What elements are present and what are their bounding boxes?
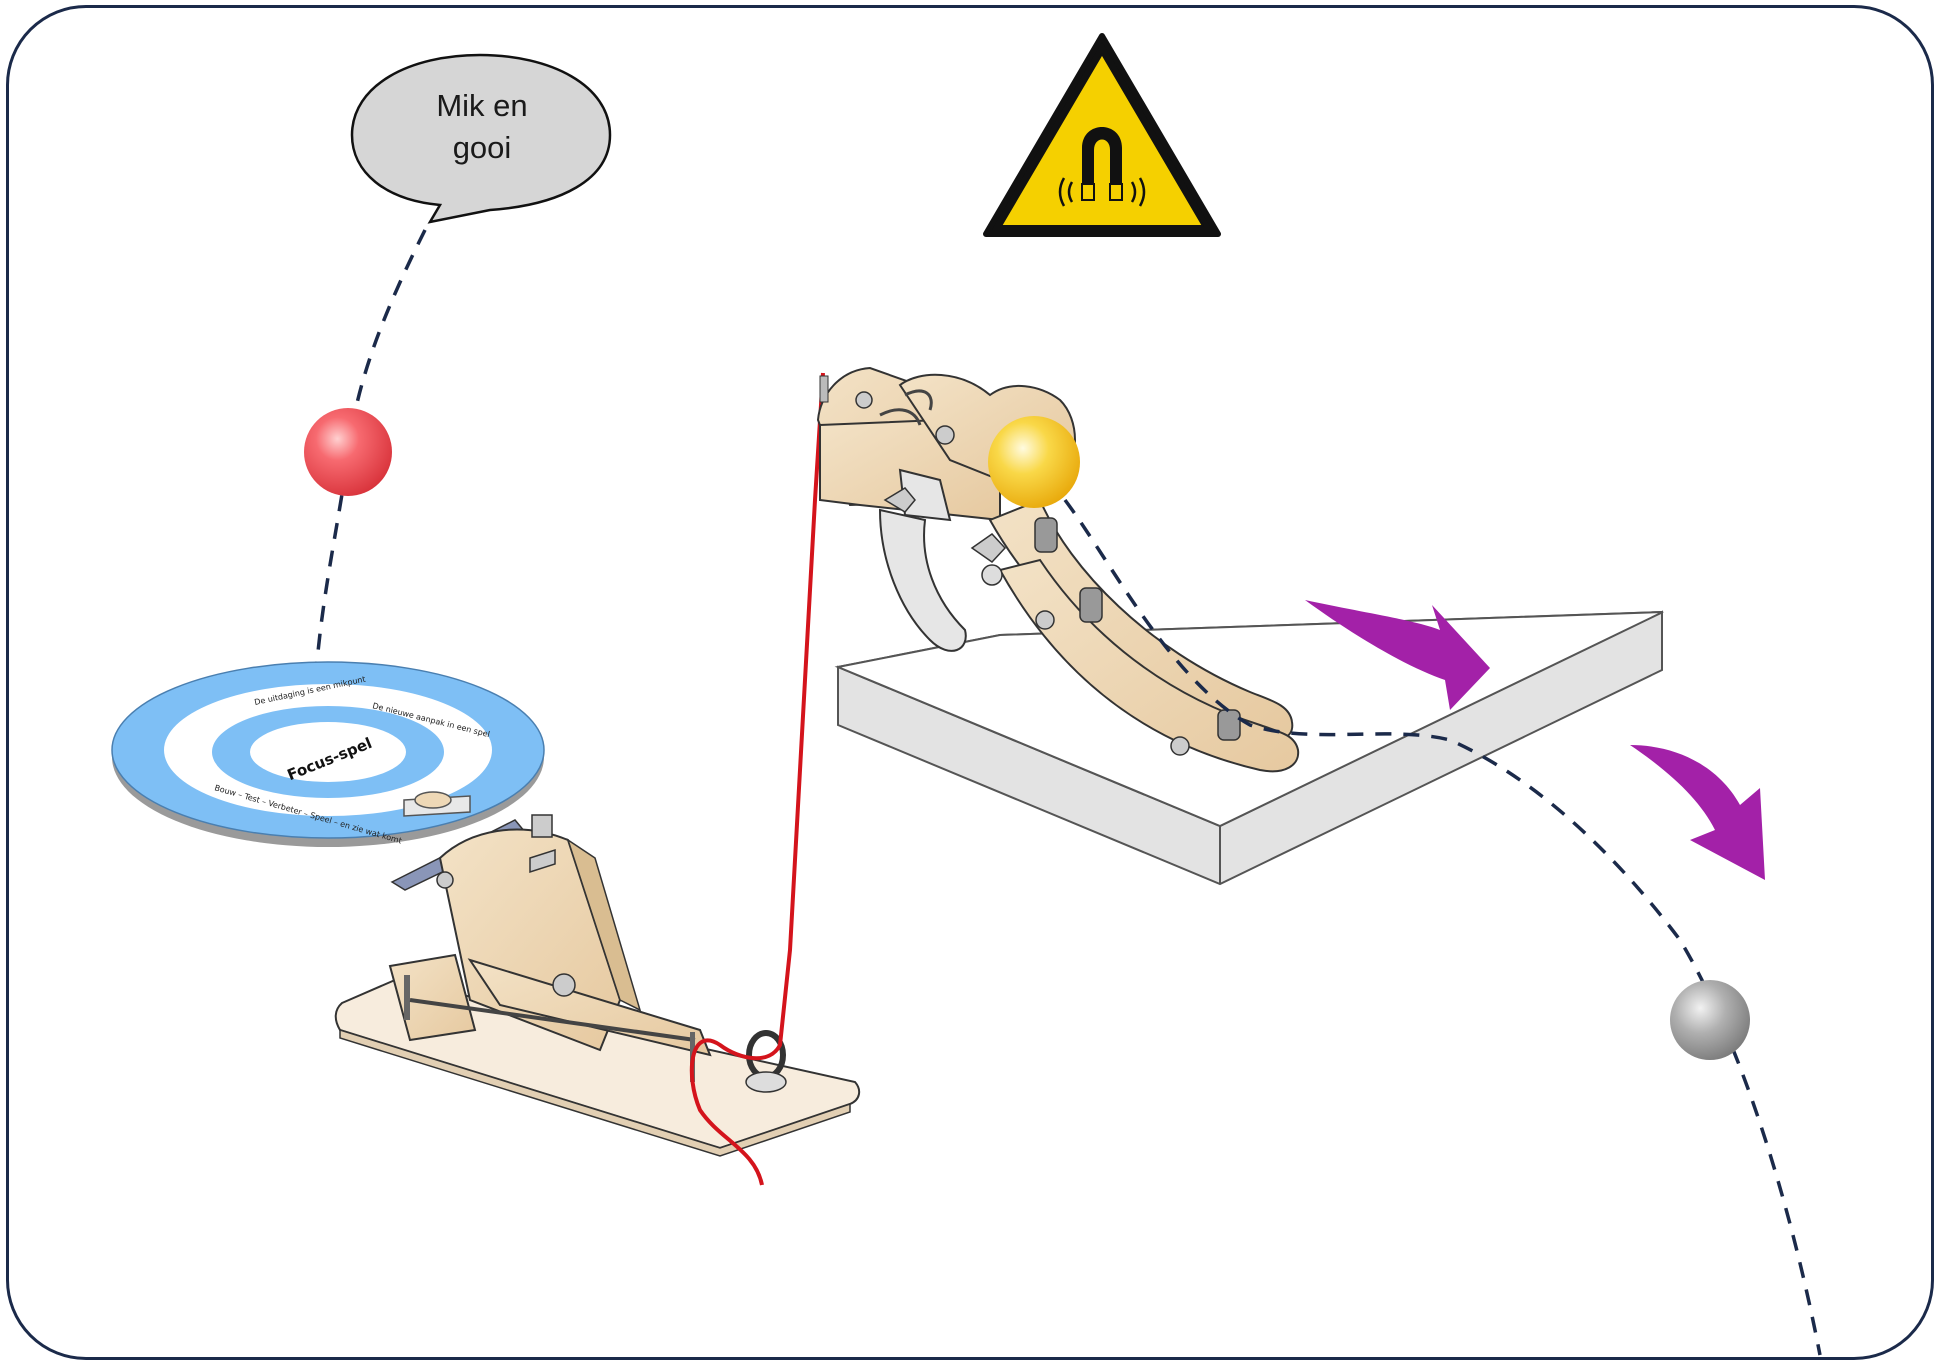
aim-trajectory [313,229,427,691]
grey-ball [1670,980,1750,1060]
red-string [689,372,825,1186]
motion-arrow-2 [1630,745,1765,880]
catapult [816,366,1300,773]
red-ball [304,408,392,496]
yellow-ball [988,416,1080,508]
target-launcher [334,814,861,1157]
speech-bubble-line-1: Mik en [436,88,528,123]
speech-bubble [350,53,612,224]
motion-arrow-1 [1305,600,1490,710]
target-disc: Focus-spel De uitdaging is een mikpunt D… [111,661,545,847]
launch-trajectory [1063,498,1822,1356]
speech-bubble-text: Mik en gooi [352,85,612,169]
magnet-warning-icon [983,33,1221,237]
speech-bubble-line-2: gooi [452,130,512,165]
